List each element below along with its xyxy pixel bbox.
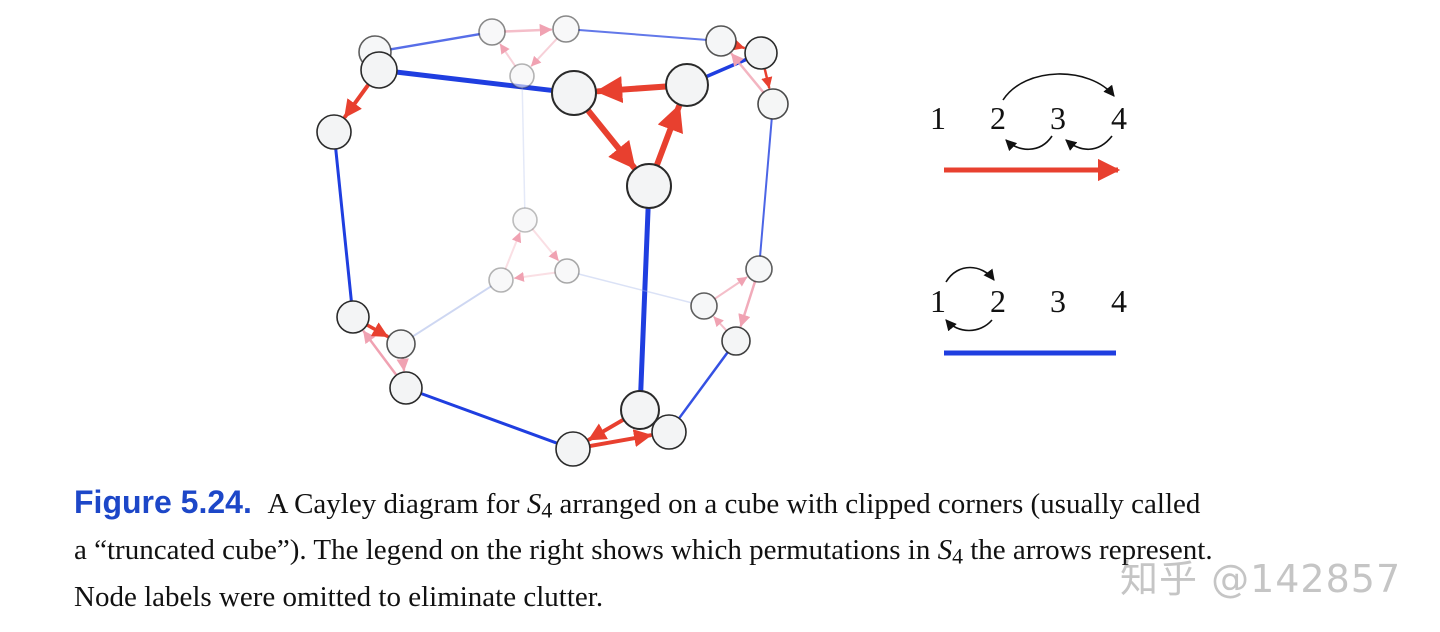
node-v: [620, 390, 660, 430]
caption-line-1: Figure 5.24. A Cayley diagram for S4 arr…: [74, 482, 1374, 530]
caption-text-2b: the arrows represent.: [962, 534, 1213, 567]
legend-red: 1 2 3 4: [930, 73, 1127, 182]
blue-edge-f-m: [334, 147, 353, 303]
legend-red-cycle-arrow-3-to-2: [1005, 135, 1053, 152]
blue-edge-cn-v: [638, 205, 651, 394]
group-symbol-2: S4: [937, 534, 963, 569]
faded-red-arrow-r-q: [513, 271, 557, 282]
group-symbol: S4: [526, 488, 553, 523]
node-cn: [626, 163, 672, 209]
blue-edge-h-j: [577, 29, 708, 41]
legend-red-cycle-arrow-4-to-3: [1065, 135, 1113, 151]
node-h: [552, 15, 580, 43]
red-arrow-m-n: [365, 322, 389, 338]
node-g: [478, 18, 506, 46]
red-arrow-x-w: [587, 429, 653, 449]
node-n: [386, 329, 416, 359]
faded-red-arrow-u-t: [713, 316, 728, 332]
cayley-nodes: [316, 15, 789, 467]
node-j: [705, 25, 737, 57]
red-arrow-v-x: [587, 417, 626, 442]
blue-edge-d-g: [389, 32, 481, 51]
faded-red-arrow-i-g: [499, 43, 517, 68]
red-arrow-a-cn: [584, 107, 637, 171]
figure-caption: Figure 5.24. A Cayley diagram for S4 arr…: [74, 482, 1374, 617]
legend-red-number-4: 4: [1111, 100, 1127, 136]
blue-edge-e-a: [394, 69, 555, 93]
blue-edge-l-s: [759, 117, 773, 258]
node-s: [745, 255, 773, 283]
node-t: [690, 292, 718, 320]
faded-red-arrow-l-j: [730, 52, 765, 94]
caption-text-2a: a “truncated cube”). The legend on the r…: [74, 534, 938, 567]
blue-edge-r-t: [577, 273, 693, 304]
blue-edge-w-u: [677, 351, 729, 420]
faded-red-arrow-q-p: [504, 231, 522, 270]
cayley-diagram: 1 2 3 4 1 2 3 4: [316, 15, 1127, 467]
node-f: [316, 114, 352, 150]
faded-red-arrow-g-h: [503, 23, 553, 37]
node-u: [721, 326, 751, 356]
node-e: [360, 51, 398, 89]
node-x: [555, 431, 591, 467]
legend-red-number-3: 3: [1050, 100, 1066, 136]
caption-text-1a: A Cayley diagram for: [267, 488, 527, 520]
node-q: [488, 267, 514, 293]
legend-red-number-1: 1: [930, 100, 946, 136]
cayley-edges: [334, 23, 773, 449]
node-b: [665, 63, 709, 107]
red-arrow-k-l: [761, 67, 773, 89]
legend-red-cycle-arrow-2-to-4: [1002, 73, 1115, 101]
legend-blue-number-4: 4: [1111, 283, 1127, 319]
node-w: [651, 414, 687, 450]
node-o: [389, 371, 423, 405]
faded-red-arrow-s-u: [738, 280, 757, 328]
red-arrow-j-k: [732, 39, 746, 51]
legend-blue-number-1: 1: [930, 283, 946, 319]
node-l: [757, 88, 789, 120]
blue-edge-b-k: [704, 57, 749, 79]
faded-red-arrow-h-i: [530, 37, 559, 67]
node-m: [336, 300, 370, 334]
legend-blue-number-2: 2: [990, 283, 1006, 319]
legend-blue-number-3: 3: [1050, 283, 1066, 319]
red-arrow-e-f: [343, 82, 371, 119]
figure-label: Figure 5.24.: [74, 484, 252, 520]
caption-text-1b: arranged on a cube with clipped corners …: [552, 488, 1201, 520]
faded-red-arrow-t-s: [713, 276, 748, 300]
red-arrow-cn-b: [653, 103, 683, 169]
blue-edge-n-q: [411, 285, 492, 338]
zhihu-watermark: 知乎 @142857: [1120, 557, 1402, 601]
node-i: [509, 63, 535, 89]
legend-blue-swap-arrow-2-to-1: [945, 319, 993, 332]
caption-line-3: Node labels were omitted to eliminate cl…: [74, 580, 604, 613]
node-p: [512, 207, 538, 233]
legend-blue: 1 2 3 4: [930, 266, 1127, 356]
red-arrow-b-a: [594, 76, 670, 104]
faded-red-arrow-o-m: [362, 330, 398, 377]
node-k: [744, 36, 778, 70]
caption-line-2: a “truncated cube”). The legend on the r…: [74, 530, 1374, 576]
blue-edge-i-p: [521, 87, 526, 209]
legend-red-number-2: 2: [990, 100, 1006, 136]
node-a: [551, 70, 597, 116]
legend-blue-swap-arrow-1-to-2: [945, 266, 995, 283]
blue-edge-o-x: [419, 391, 559, 445]
faded-red-arrow-n-o: [396, 356, 409, 372]
faded-red-arrow-p-r: [531, 228, 560, 262]
node-r: [554, 258, 580, 284]
